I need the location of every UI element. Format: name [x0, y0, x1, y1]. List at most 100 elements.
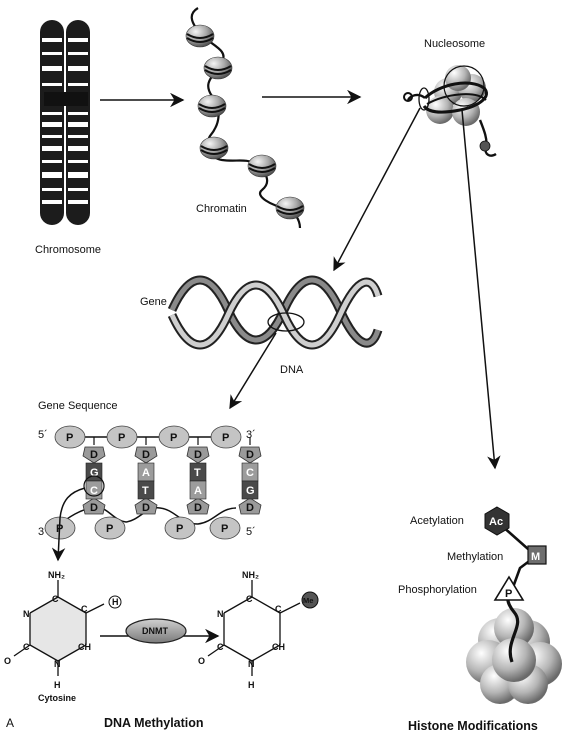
phosphate-top-label: P — [222, 432, 229, 444]
methyl-tag: M — [531, 551, 540, 563]
deoxyribose-top — [238, 446, 262, 464]
panel-letter: A — [6, 716, 14, 730]
deoxyribose-top — [82, 446, 106, 464]
base-bottom — [85, 480, 103, 500]
phospho-triangle-icon — [493, 575, 525, 601]
arrow-nucleosome-to-histone — [461, 109, 501, 470]
phosphate-bottom — [209, 516, 241, 540]
arrow-dna-to-sequence — [229, 332, 277, 410]
deoxyribose-bottom-label: D — [142, 502, 150, 514]
cytosine-n1: N — [54, 659, 61, 669]
methylcytosine-c5: C — [275, 604, 282, 614]
phosphate-bottom — [94, 516, 126, 540]
chromatin-fiber — [185, 7, 305, 229]
deoxyribose-top-label: D — [194, 449, 202, 461]
methylation-label: Methylation — [447, 551, 503, 563]
cytosine-o2: O — [4, 656, 11, 666]
methylcytosine-c2: C — [217, 642, 224, 652]
deoxyribose-top-label: D — [142, 449, 150, 461]
deoxyribose-bottom — [82, 497, 106, 515]
deoxyribose-bottom — [186, 497, 210, 515]
deoxyribose-top — [134, 446, 158, 464]
cytosine-ch6: CH — [78, 642, 91, 652]
dnmt-enzyme — [125, 618, 187, 644]
base-bottom — [241, 480, 259, 500]
cytosine-h1: H — [54, 680, 61, 690]
acetyl-tag: Ac — [489, 516, 503, 528]
deoxyribose-top-label: D — [246, 449, 254, 461]
dna-methylation-title: DNA Methylation — [104, 716, 204, 730]
deoxyribose-bottom — [238, 497, 262, 515]
base-bottom — [137, 480, 155, 500]
cytosine-n3: N — [23, 609, 30, 619]
methylcytosine-o2: O — [198, 656, 205, 666]
three-prime-top-label: 3´ — [246, 429, 256, 441]
phosphate-bottom-label: P — [176, 523, 183, 535]
chromosome-label: Chromosome — [35, 244, 101, 256]
methyl-group-marker: Me — [303, 596, 313, 605]
phosphate-top — [210, 425, 242, 449]
phosphorylation-label: Phosphorylation — [398, 584, 477, 596]
phosphate-top-label: P — [118, 432, 125, 444]
base-top-letter: G — [90, 467, 99, 479]
base-bottom-letter: C — [90, 485, 98, 497]
methylcytosine-nh2: NH₂ — [242, 570, 259, 580]
methylcytosine-n1: N — [248, 659, 255, 669]
cytosine-c5: C — [81, 604, 88, 614]
cytosine-molecule — [13, 580, 122, 676]
dna-helix-icon — [167, 275, 383, 350]
phosphate-bottom-label: P — [106, 523, 113, 535]
chromosome-icon — [40, 20, 90, 225]
methylcytosine-molecule — [207, 580, 319, 676]
deoxyribose-bottom-label: D — [246, 502, 254, 514]
phosphate-top-label: P — [66, 432, 73, 444]
gene-sequence-label: Gene Sequence — [38, 400, 118, 412]
deoxyribose-bottom-label: D — [194, 502, 202, 514]
five-prime-top-label: 5´ — [38, 429, 48, 441]
deoxyribose-top-label: D — [90, 449, 98, 461]
nucleosome-label: Nucleosome — [424, 38, 485, 50]
cytosine-c4: C — [52, 594, 59, 604]
base-bottom-letter: A — [194, 485, 202, 497]
base-top-letter: A — [142, 467, 150, 479]
five-prime-bottom-label: 5´ — [246, 526, 256, 538]
histone-octamer-icon — [466, 525, 562, 704]
phosphate-bottom — [164, 516, 196, 540]
phosphate-top-label: P — [170, 432, 177, 444]
histone-modifications-title: Histone Modifications — [408, 719, 538, 733]
cytosine-h-marker: H — [112, 597, 119, 607]
phosphate-top — [158, 425, 190, 449]
base-top-letter: T — [194, 467, 201, 479]
base-bottom-letter: T — [142, 485, 149, 497]
cytosine-nh2: NH₂ — [48, 570, 65, 580]
cytosine-c2: C — [23, 642, 30, 652]
acetyl-hexagon-icon — [484, 506, 510, 536]
deoxyribose-top — [186, 446, 210, 464]
phosphate-bottom-label: P — [221, 523, 228, 535]
chromatin-label: Chromatin — [196, 203, 247, 215]
acetylation-label: Acetylation — [410, 515, 464, 527]
cytosine-label: Cytosine — [38, 693, 76, 703]
methylcytosine-n3: N — [217, 609, 224, 619]
phosphate-top — [106, 425, 138, 449]
arrow-nucleosome-to-dna — [333, 107, 421, 272]
methylcytosine-c4: C — [246, 594, 253, 604]
dnmt-label: DNMT — [142, 626, 168, 636]
methylcytosine-ch6: CH — [272, 642, 285, 652]
deoxyribose-bottom — [134, 497, 158, 515]
highlight-cytosine-ring — [83, 475, 105, 497]
gene-label: Gene — [140, 296, 167, 308]
base-bottom — [189, 480, 207, 500]
methylcytosine-h1: H — [248, 680, 255, 690]
phospho-tag: P — [505, 588, 512, 600]
base-bottom-letter: G — [246, 485, 255, 497]
base-top-letter: C — [246, 467, 254, 479]
methyl-square-icon — [527, 545, 547, 565]
arrow-sequence-to-cytosine — [51, 487, 86, 562]
nucleosome-icon — [403, 65, 497, 157]
three-prime-bottom-label: 3´ — [38, 526, 48, 538]
deoxyribose-bottom-label: D — [90, 502, 98, 514]
dna-label: DNA — [280, 364, 304, 376]
